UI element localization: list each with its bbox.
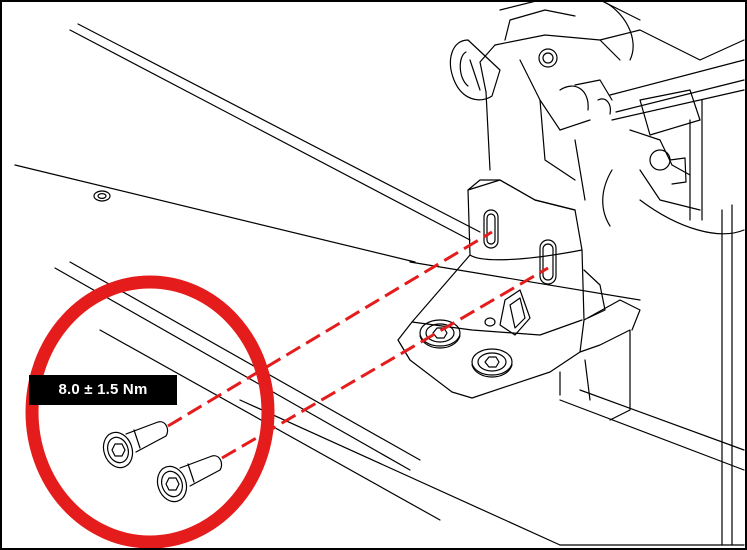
highlight-circle xyxy=(25,275,275,549)
torque-label: 8.0 ± 1.5 Nm xyxy=(29,375,177,405)
l-bracket xyxy=(397,179,641,421)
hex-socket-screw-icon xyxy=(102,421,169,469)
right-rail xyxy=(689,99,733,546)
loose-screws xyxy=(102,421,223,503)
hex-socket-screw-icon xyxy=(156,455,223,503)
clamp-mechanism xyxy=(449,0,745,235)
leader-lines xyxy=(167,230,549,460)
installed-screws xyxy=(419,317,513,378)
